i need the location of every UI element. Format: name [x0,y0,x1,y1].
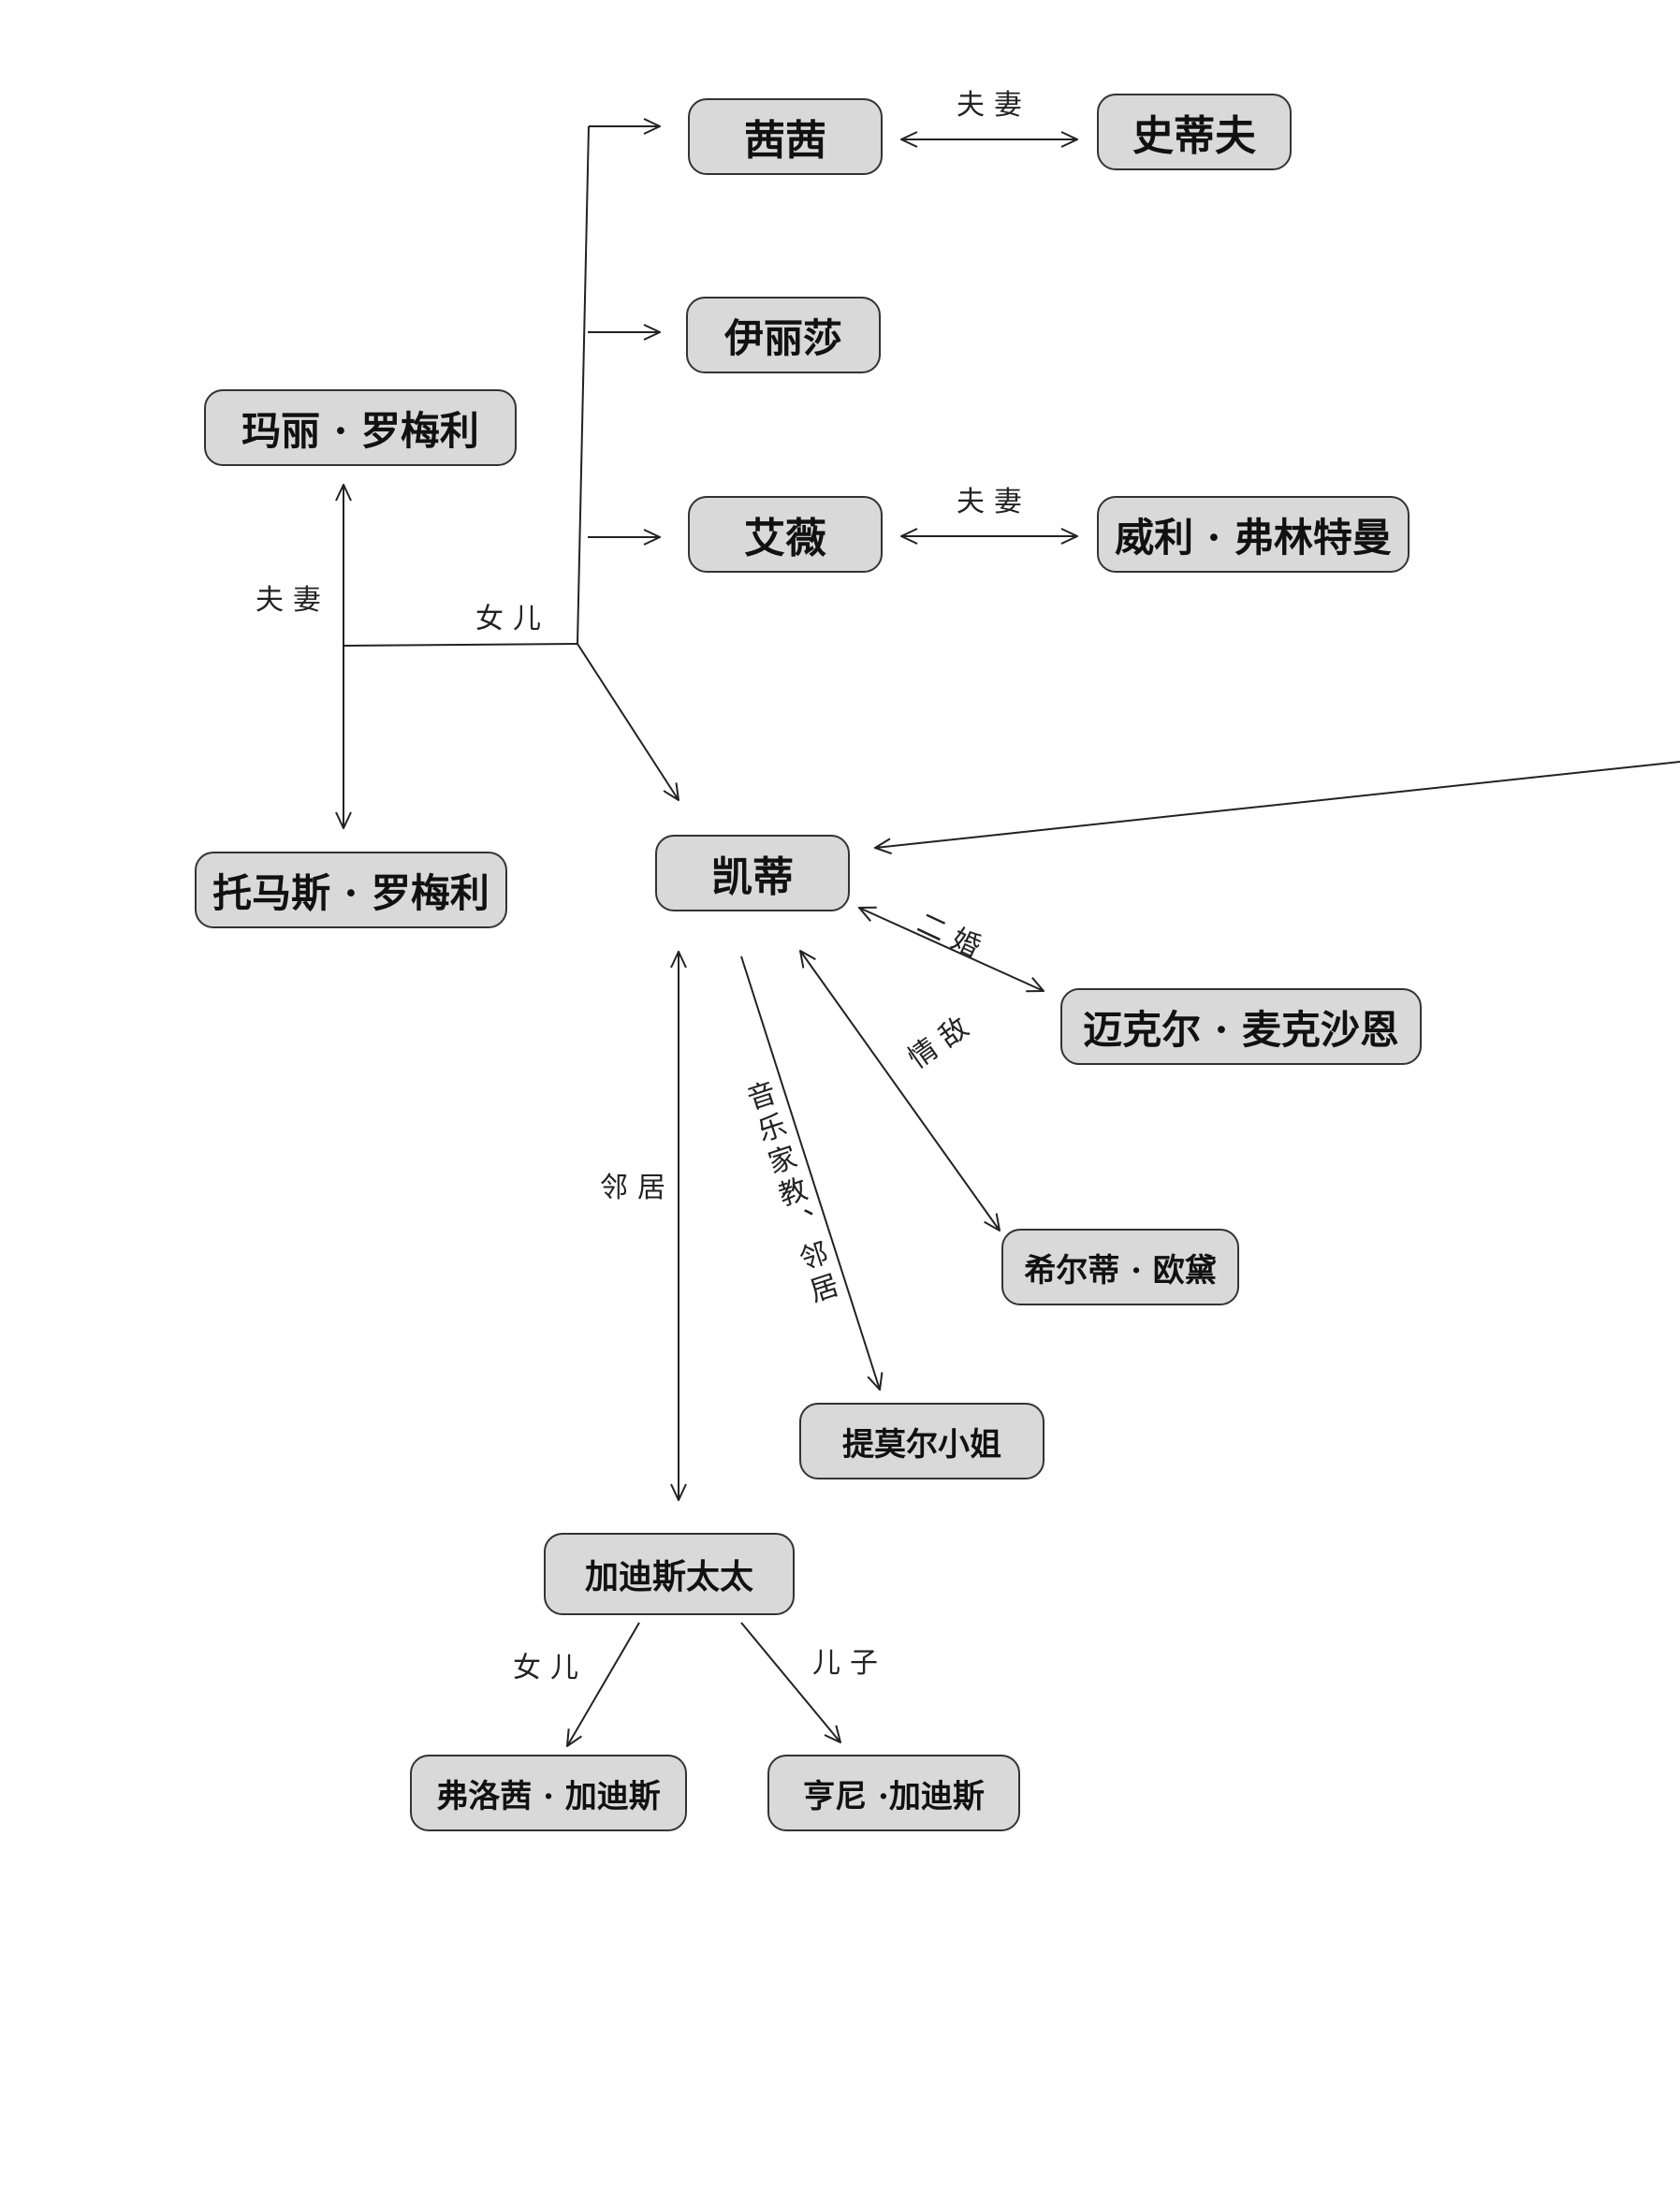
edge-daughter-spine [577,125,590,645]
edge-gaddis-henny [740,1622,840,1742]
node-aiwei: 艾薇 [688,496,883,573]
edge-kaidi-hildy [800,951,1000,1231]
node-henny: 亨尼 ·加迪斯 [767,1755,1020,1831]
node-elisa: 伊丽莎 [686,297,881,373]
edge-daughter-trunk [343,643,578,647]
node-timmer: 提莫尔小姐 [799,1403,1045,1479]
node-xixi: 茜茜 [688,98,883,175]
node-thomas: 托马斯 · 罗梅利 [195,852,507,928]
node-kaidi: 凯蒂 [655,835,850,911]
node-michael: 迈克尔 · 麦克沙恩 [1060,988,1422,1065]
label-son-gaddis: 儿子 [812,1647,887,1680]
label-couple-aiwei-willy: 夫妻 [957,486,1031,518]
label-daughter-main: 女儿 [475,603,550,635]
edge-gaddis-flossie [567,1622,640,1746]
edge-kaidi-timmer [740,955,880,1390]
node-mary: 玛丽 · 罗梅利 [204,389,517,466]
node-gaddis: 加迪斯太太 [544,1533,795,1615]
node-flossie: 弗洛茜 · 加迪斯 [410,1755,687,1831]
label-couple-xixi-steve: 夫妻 [957,89,1031,122]
edge-to-kaidi [577,643,679,800]
label-daughter-gaddis: 女儿 [513,1652,588,1684]
node-steve: 史蒂夫 [1097,94,1292,170]
node-hildy: 希尔蒂 · 欧黛 [1001,1229,1239,1305]
edge-offscreen-kaidi [875,761,1680,848]
label-couple-mary-thomas: 夫妻 [256,584,330,617]
label-neighbor: 邻居 [600,1172,675,1204]
node-willy: 威利 · 弗林特曼 [1097,496,1410,573]
